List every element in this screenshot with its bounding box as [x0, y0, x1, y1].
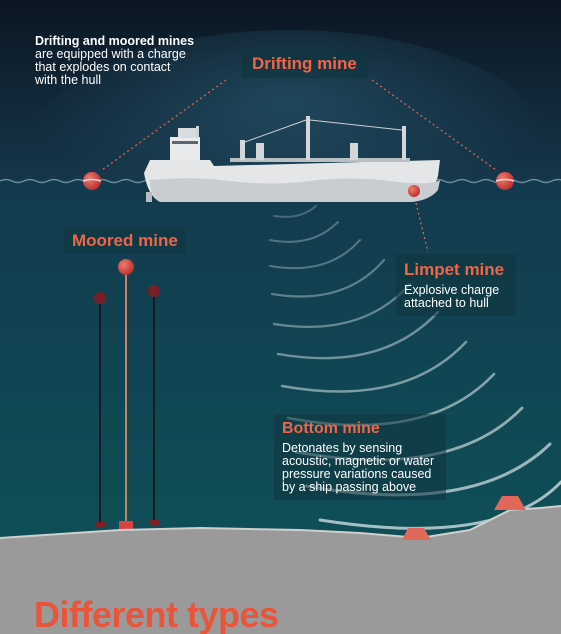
limpet-mine — [408, 185, 420, 197]
cargo-ship — [144, 116, 440, 202]
drifting-pointer-left — [101, 79, 227, 171]
drifting-mine-title: Drifting mine — [252, 54, 357, 73]
bottom-mine-left — [402, 528, 431, 540]
limpet-pointer — [415, 202, 429, 253]
moored-mines — [94, 259, 160, 530]
bottom-mine-right — [494, 496, 526, 510]
drifting-mine-left — [82, 172, 102, 190]
drifting-pointer-right — [371, 79, 497, 171]
bottom-mine-title: Bottom mine — [282, 420, 380, 437]
bottom-mine-desc: Detonates by sensing acoustic, magnetic … — [282, 441, 435, 494]
intro-text: Drifting and moored mines are equipped w… — [35, 35, 195, 87]
intro-bold: Drifting and moored mines — [35, 34, 195, 48]
limpet-mine-title: Limpet mine — [404, 260, 505, 279]
drifting-mine-label: Drifting mine — [242, 50, 367, 78]
moored-mine-title: Moored mine — [72, 231, 178, 250]
bottom-mine-label: Bottom mine Detonates by sensing acousti… — [274, 414, 446, 500]
limpet-mine-desc: Explosive charge attached to hull — [404, 283, 500, 310]
intro-rest: are equipped with a charge that explodes… — [35, 47, 186, 87]
headline: Different types — [34, 594, 279, 634]
drifting-mine-right — [495, 172, 515, 190]
limpet-mine-label: Limpet mine Explosive charge attached to… — [396, 254, 516, 316]
moored-mine-label: Moored mine — [64, 228, 186, 254]
